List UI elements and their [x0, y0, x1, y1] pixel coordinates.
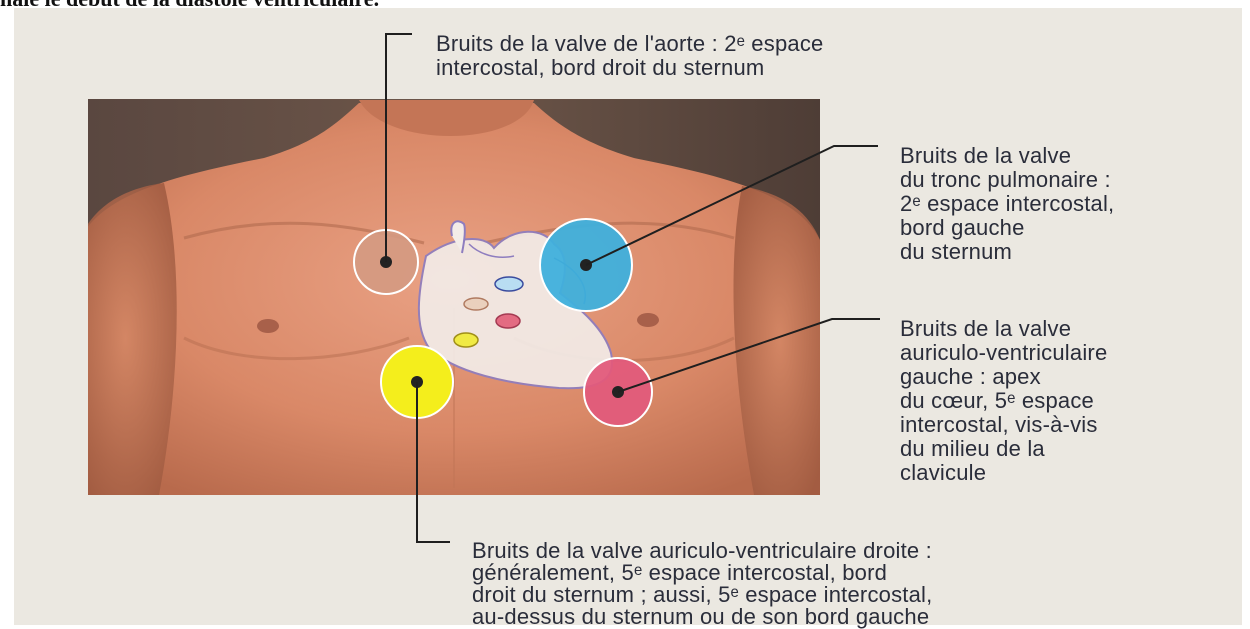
textbook-page: Bruits de la valve de l'aorte : 2ᵉ espac… [14, 8, 1242, 625]
pulmonary-valve [495, 277, 523, 291]
aortic-dot [380, 256, 392, 268]
tricuspid-valve-label: Bruits de la valve auriculo-ventriculair… [472, 540, 932, 628]
tricuspid-valve [454, 333, 478, 347]
mitral-dot [612, 386, 624, 398]
pulmonary-valve-label: Bruits de la valve du tronc pulmonaire :… [900, 144, 1114, 264]
pulmonary-dot [580, 259, 592, 271]
header-fragment: nale le début de la diastole ventriculai… [0, 0, 379, 8]
left-nipple [257, 319, 279, 333]
aortic-valve-label: Bruits de la valve de l'aorte : 2ᵉ espac… [436, 32, 823, 80]
right-arm [733, 186, 826, 495]
tricuspid-dot [411, 376, 423, 388]
cropped-header-text: nale le début de la diastole ventriculai… [0, 0, 1250, 8]
mitral-valve-label: Bruits de la valve auriculo-ventriculair… [900, 317, 1107, 485]
right-nipple [637, 313, 659, 327]
aortic-valve [464, 298, 488, 310]
mitral-valve [496, 314, 520, 328]
left-arm [74, 183, 177, 495]
